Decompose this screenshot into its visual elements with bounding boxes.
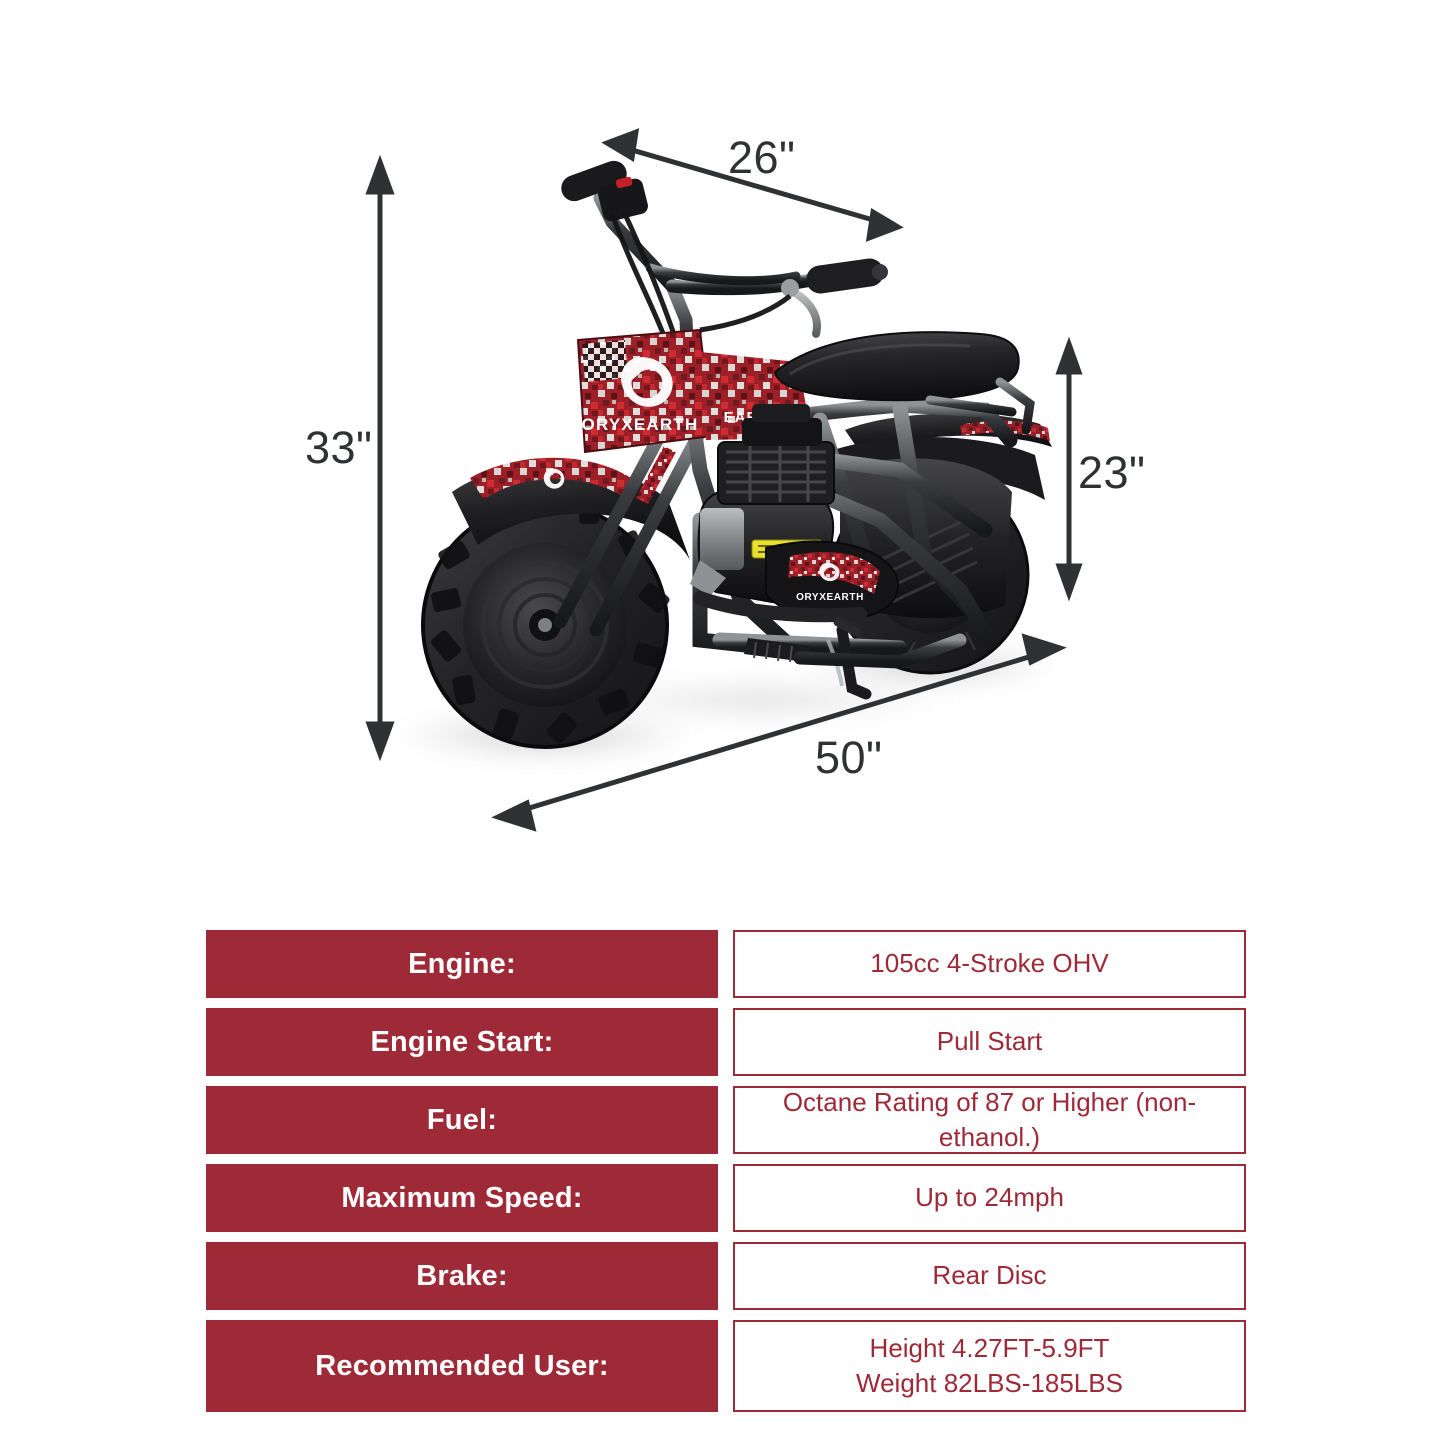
spec-value-engine: 105cc 4-Stroke OHV xyxy=(733,930,1246,998)
spec-label-fuel: Fuel: xyxy=(206,1086,718,1154)
spec-value-brake: Rear Disc xyxy=(733,1242,1246,1310)
dimension-label-length: 50" xyxy=(815,732,883,783)
specifications-table: Engine: 105cc 4-Stroke OHV Engine Start:… xyxy=(206,930,1246,1422)
spec-label-engine-start: Engine Start: xyxy=(206,1008,718,1076)
spec-value-engine-start: Pull Start xyxy=(733,1008,1246,1076)
dimension-arrows xyxy=(365,128,1083,832)
spec-label-recommended-user: Recommended User: xyxy=(206,1320,718,1412)
table-row: Brake: Rear Disc xyxy=(206,1242,1246,1310)
spec-value-maximum-speed: Up to 24mph xyxy=(733,1164,1246,1232)
spec-label-maximum-speed: Maximum Speed: xyxy=(206,1164,718,1232)
kickstand xyxy=(826,617,872,700)
table-row: Maximum Speed: Up to 24mph xyxy=(206,1164,1246,1232)
front-fork xyxy=(553,413,707,637)
kill-switch xyxy=(615,176,633,189)
dimension-label-seat-height: 23" xyxy=(1078,447,1146,498)
recommended-user-height: Height 4.27FT-5.9FT xyxy=(869,1332,1110,1363)
spec-label-brake: Brake: xyxy=(206,1242,718,1310)
seat xyxy=(773,331,1020,402)
table-row: Fuel: Octane Rating of 87 or Higher (non… xyxy=(206,1086,1246,1154)
spec-label-engine: Engine: xyxy=(206,930,718,998)
seat-height-arrow xyxy=(1055,336,1083,602)
clutch-cover: ORYXEARTH xyxy=(765,540,900,621)
dimension-label-handlebar-width: 26" xyxy=(728,132,796,183)
svg-text:ORYXEARTH: ORYXEARTH xyxy=(796,592,864,603)
mini-bike-illustration: ORYXEARTH EARTH xyxy=(365,128,1083,832)
spec-value-recommended-user: Height 4.27FT-5.9FT Weight 82LBS-185LBS xyxy=(733,1320,1246,1412)
recommended-user-weight: Weight 82LBS-185LBS xyxy=(856,1368,1123,1398)
dimension-label-height: 33" xyxy=(305,422,373,473)
front-fender-decal xyxy=(470,457,640,500)
handgrips xyxy=(561,160,888,338)
table-row: Engine: 105cc 4-Stroke OHV xyxy=(206,930,1246,998)
length-arrow xyxy=(491,633,1067,832)
table-row: Engine Start: Pull Start xyxy=(206,1008,1246,1076)
exhaust xyxy=(693,591,867,623)
front-wheel xyxy=(421,486,670,749)
handlebar-width-arrow xyxy=(601,128,904,242)
product-image-panel: ORYXEARTH EARTH xyxy=(305,128,1146,832)
height-arrow xyxy=(365,154,395,762)
spec-value-fuel: Octane Rating of 87 or Higher (non-ethan… xyxy=(733,1086,1246,1154)
front-number-plate: ORYXEARTH xyxy=(576,328,714,454)
svg-text:ORYXEARTH: ORYXEARTH xyxy=(582,415,699,434)
table-row: Recommended User: Height 4.27FT-5.9FT We… xyxy=(206,1320,1246,1412)
